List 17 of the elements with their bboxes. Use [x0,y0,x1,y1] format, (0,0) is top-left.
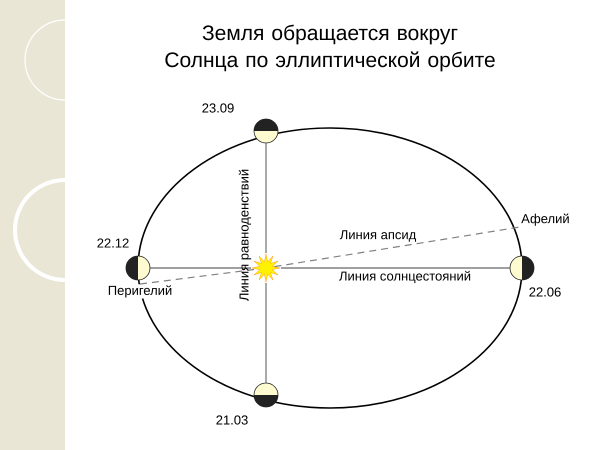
earth-icon [126,256,150,280]
edge-label: Линия солнцестояний [339,270,470,284]
dashed-line [140,268,257,285]
date-label: 22.12 [97,238,129,248]
date-label: 23.09 [202,103,234,113]
earth-icon [254,118,278,144]
earth-icon [254,382,278,408]
title: Земля обращается вокруг Солнца по эллиптической орбите [165,24,495,72]
point-label: Афелий [520,212,571,227]
sun-icon [252,254,280,282]
edge-label: Линия равноденствий [238,170,252,302]
earth-icon [510,256,534,280]
date-label: 22.06 [529,287,561,297]
date-label: 21.03 [216,415,248,425]
dashed-line [274,226,520,268]
edge-label: Линия апсид [340,230,416,242]
point-label: Перигелий [106,284,174,299]
